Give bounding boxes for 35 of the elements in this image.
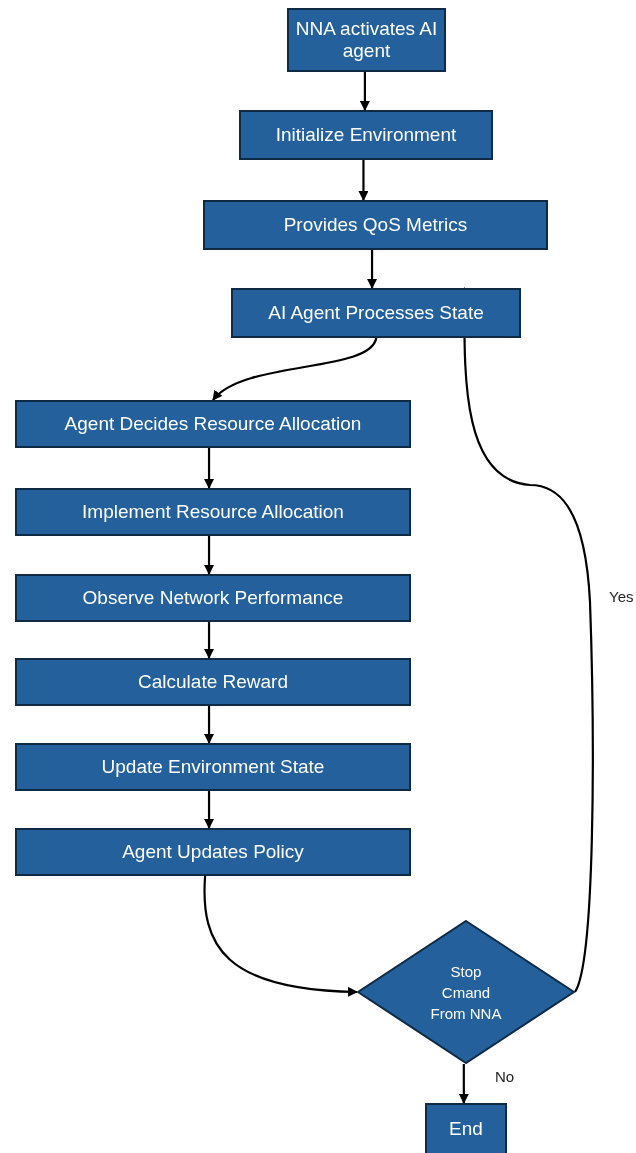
process-box: [287, 8, 446, 72]
arrow: [204, 791, 215, 829]
node-text: Observe Network Performance: [82, 587, 344, 609]
arrow: [204, 448, 215, 489]
process-box: [425, 1103, 507, 1153]
arrow: [359, 72, 370, 111]
arrow: [212, 337, 378, 401]
arrow: [367, 250, 378, 289]
node-text: Provides QoS Metrics: [283, 214, 468, 236]
arrow: [358, 160, 369, 201]
node-text: Initialize Environment: [275, 124, 457, 146]
arrow: [204, 706, 215, 744]
node-text: Agent Updates Policy: [122, 841, 304, 863]
node-text: NNA activates AI agent: [294, 18, 439, 62]
arrow: [203, 875, 358, 997]
node-text: Agent Decides Resource Allocation: [64, 413, 362, 435]
process-box: [15, 658, 411, 706]
node-text: End: [449, 1118, 483, 1140]
node-text: Stop Cmand From NNA: [429, 961, 503, 1024]
node-text: Implement Resource Allocation: [82, 501, 344, 523]
arrow: [458, 1064, 469, 1104]
decision-diamond: [357, 920, 575, 1064]
process-box: [15, 400, 411, 448]
process-box: [15, 488, 411, 536]
process-box: [15, 574, 411, 622]
node-text: AI Agent Processes State: [268, 302, 484, 324]
process-box: [231, 288, 521, 338]
process-box: [15, 743, 411, 791]
node-text: Update Environment State: [101, 756, 325, 778]
arrow: [204, 622, 215, 659]
node-text: Calculate Reward: [138, 671, 288, 693]
process-box: [203, 200, 548, 250]
process-box: [15, 828, 411, 876]
arrow: [204, 536, 215, 575]
process-box: [239, 110, 493, 160]
